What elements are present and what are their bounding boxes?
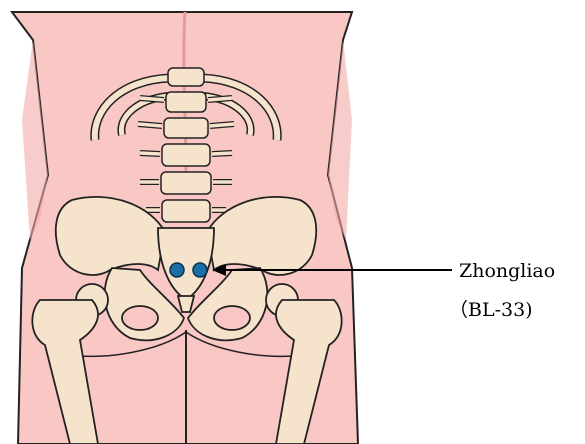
acupoint-dot-left [170,263,184,277]
left-obturator [122,306,158,330]
acupoint-dot-right [193,263,207,277]
vertebra [166,92,206,112]
vertebra [164,118,208,138]
vertebra [161,172,211,194]
vertebra [162,200,210,222]
vertebra [162,144,210,166]
acupoint-code-label: （BL-33) [449,295,533,322]
right-obturator [214,306,250,330]
acupoint-name-label: Zhongliao [459,260,555,282]
vertebra [168,68,204,86]
